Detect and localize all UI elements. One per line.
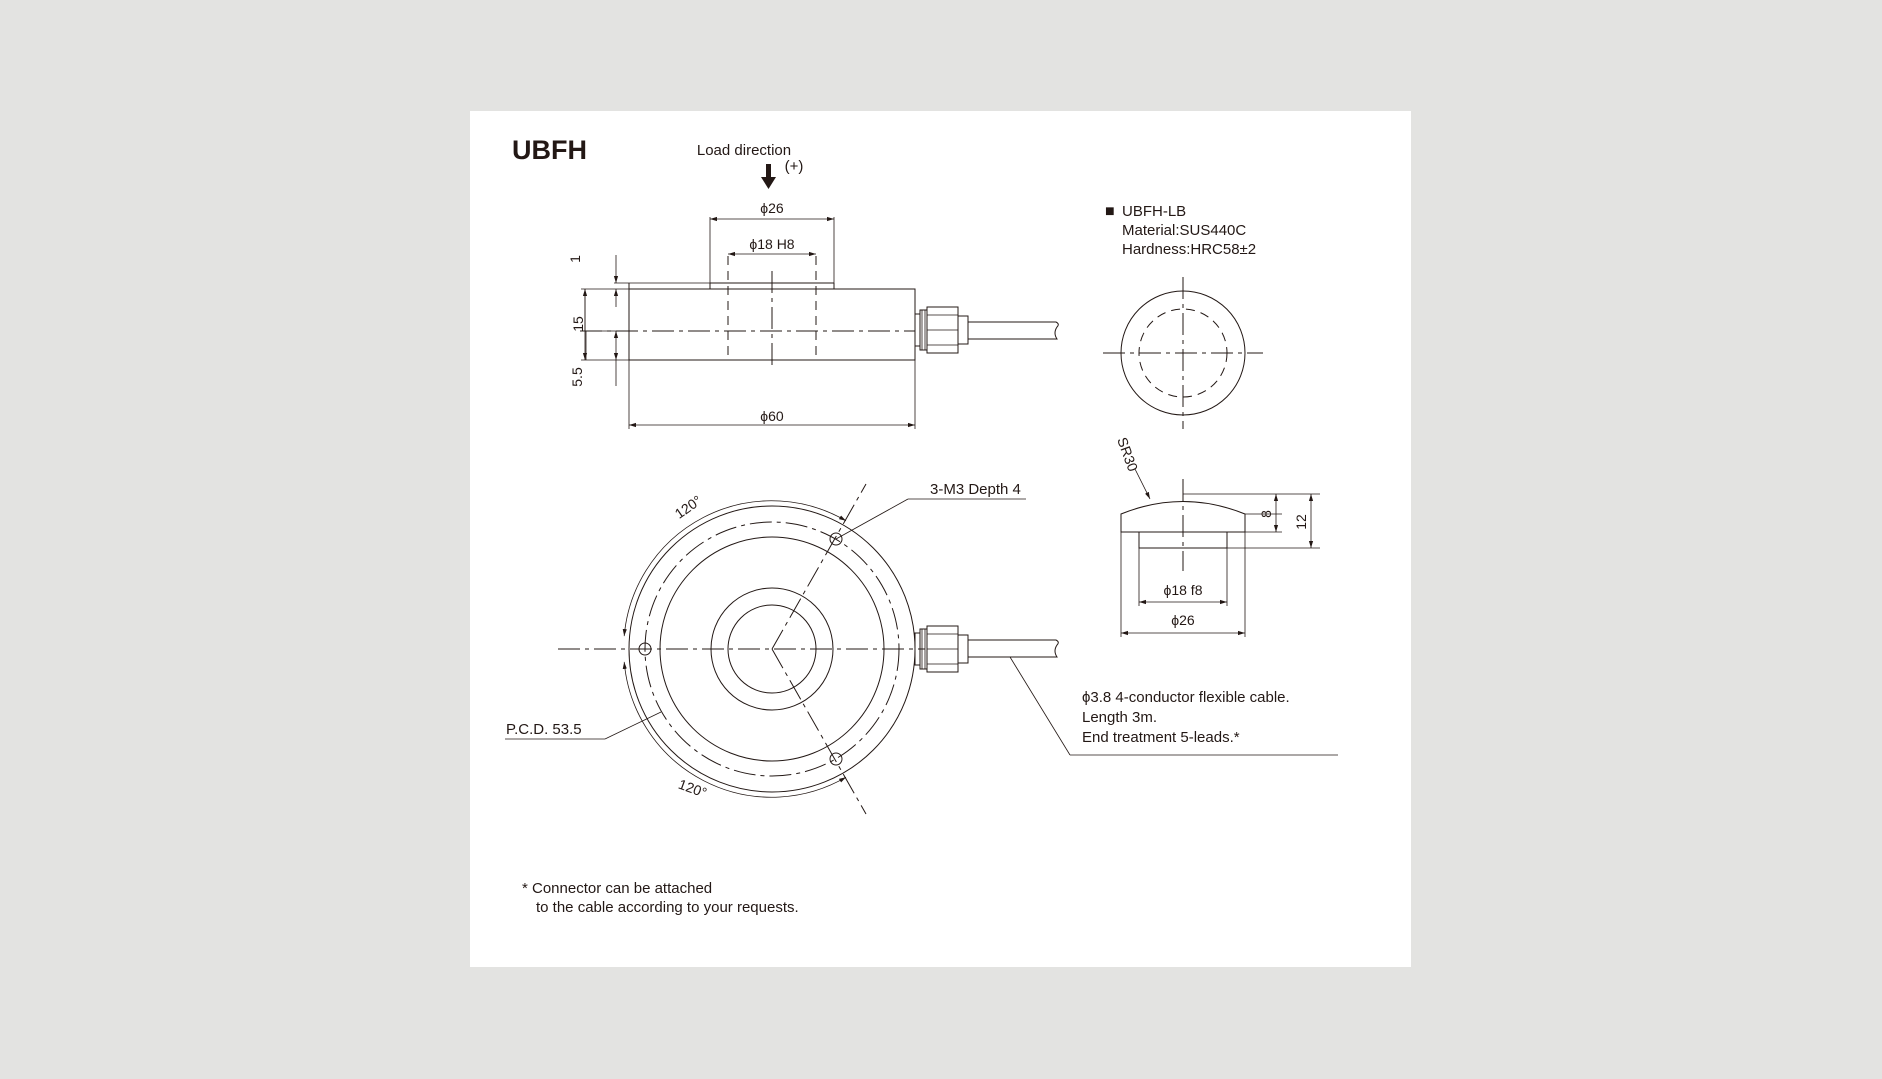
angle-120-top: 120° bbox=[672, 492, 705, 522]
cable-note-line2: Length 3m. bbox=[1082, 709, 1157, 726]
dim-phi60: ϕ60 bbox=[760, 408, 784, 424]
dim-phi26: ϕ26 bbox=[760, 200, 784, 216]
load-direction-sign: (+) bbox=[785, 158, 804, 175]
cable-note-line1: ϕ3.8 4-conductor flexible cable. bbox=[1082, 689, 1290, 706]
dim-height-15: 15 bbox=[570, 316, 586, 332]
button-phi18-f8: ϕ18 f8 bbox=[1164, 582, 1203, 598]
plan-view: 120° 120° 3-M3 Depth 4 P.C.D. 53.5 bbox=[505, 481, 1338, 815]
footnote-line2: to the cable according to your requests. bbox=[536, 899, 799, 916]
button-top-view bbox=[1103, 277, 1263, 429]
button-hardness: Hardness:HRC58±2 bbox=[1122, 241, 1256, 258]
button-material: Material:SUS440C bbox=[1122, 222, 1246, 239]
technical-drawing: UBFH Load direction (+) ϕ bbox=[505, 135, 1338, 916]
drawing-title: UBFH bbox=[512, 135, 587, 165]
button-name: UBFH-LB bbox=[1122, 203, 1186, 220]
drawing-sheet: UBFH Load direction (+) ϕ bbox=[470, 111, 1411, 967]
button-sr30: SR30 bbox=[1114, 435, 1141, 474]
side-view: ϕ26 ϕ18 H8 15 1 5.5 ϕ60 bbox=[567, 200, 1059, 429]
cable-note-line3: End treatment 5-leads.* bbox=[1082, 729, 1240, 746]
button-height-12: 12 bbox=[1293, 514, 1309, 530]
footnote-line1: * Connector can be attached bbox=[522, 880, 712, 897]
tap-label: 3-M3 Depth 4 bbox=[930, 481, 1021, 498]
pcd-label: P.C.D. 53.5 bbox=[506, 721, 582, 738]
button-marker-icon: ■ bbox=[1105, 203, 1115, 220]
dim-phi18-h8: ϕ18 H8 bbox=[749, 236, 794, 252]
load-direction-label: Load direction bbox=[697, 142, 791, 159]
button-phi26: ϕ26 bbox=[1171, 612, 1195, 628]
button-side-view: SR30 8 12 ϕ18 f8 ϕ26 bbox=[1114, 435, 1320, 637]
dim-height-5-5: 5.5 bbox=[569, 367, 585, 387]
angle-120-bottom: 120° bbox=[676, 776, 709, 801]
button-height-8: 8 bbox=[1258, 510, 1274, 518]
dim-height-1: 1 bbox=[567, 255, 583, 263]
load-direction-arrow-icon bbox=[761, 164, 776, 189]
